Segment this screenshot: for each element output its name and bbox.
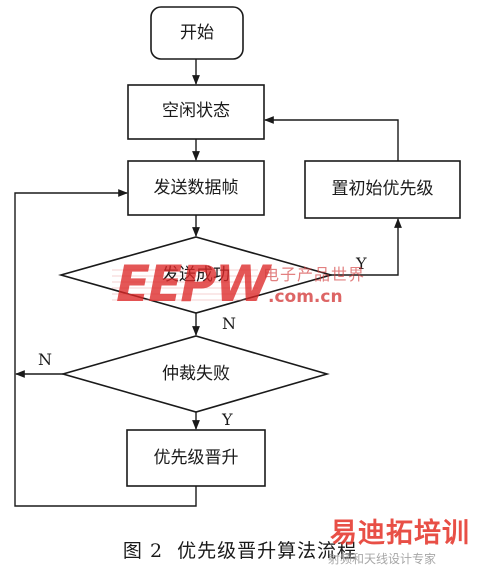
eepw-watermark-url: .com.cn: [268, 287, 343, 307]
edge-reset-idle: [264, 116, 399, 161]
success-no-label: N: [222, 314, 236, 333]
priority-up-label: 优先级晋升: [153, 448, 239, 468]
training-watermark-logo: 易迪拓培训: [330, 518, 470, 549]
send-success-label: 发送成功: [162, 265, 230, 285]
arbitration-fail-label: 仲裁失败: [162, 364, 230, 384]
fail-yes-label: Y: [222, 410, 233, 429]
edge-success-yes: [331, 218, 402, 276]
training-watermark-sub: 射频和天线设计专家: [328, 552, 437, 566]
fail-no-label: N: [38, 350, 52, 369]
figure-number: 图 2: [122, 540, 164, 562]
start-box: [150, 6, 244, 60]
watermark-hatch: [112, 269, 258, 301]
eepw-watermark-logo: EEPW: [116, 255, 270, 313]
figure-title: 优先级晋升算法流程: [177, 540, 358, 562]
success-yes-label: Y: [356, 254, 367, 273]
eepw-watermark-cn: 电子产品世界: [263, 265, 366, 284]
figure-caption: 图 2 优先级晋升算法流程: [0, 542, 480, 561]
reset-priority-label: 置初始优先级: [331, 179, 434, 199]
start-label: 开始: [180, 23, 214, 43]
idle-label: 空闲状态: [162, 101, 230, 121]
send-frame-label: 发送数据帧: [153, 178, 239, 198]
edge-loop-back: [14, 189, 197, 507]
reset-priority-box: [304, 160, 461, 219]
